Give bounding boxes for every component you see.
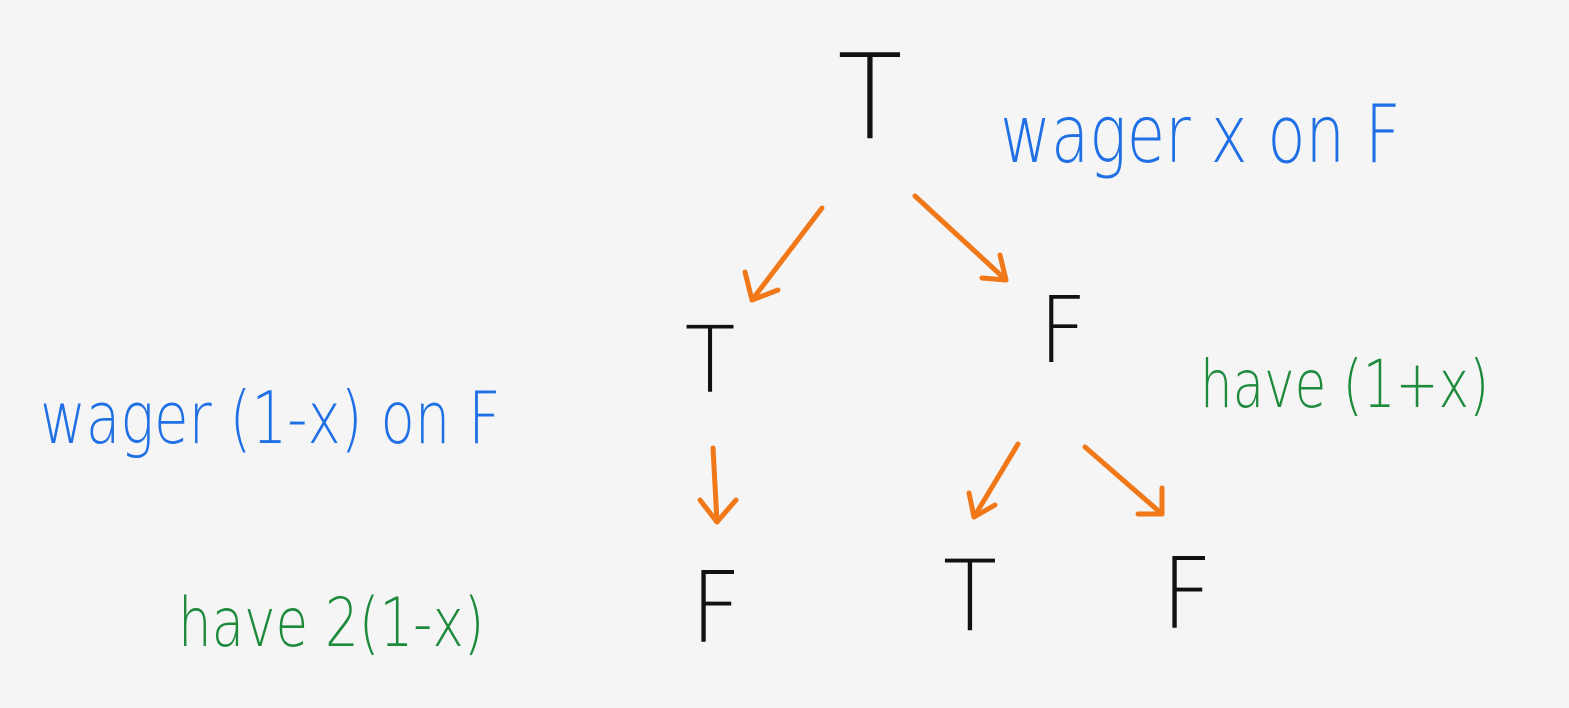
edge-root-right-arrow (912, 193, 1009, 283)
left-have-annotation: have 2(1-x) (178, 584, 485, 663)
edge-root-left-arrow (742, 205, 825, 303)
right-right-child-node: F (1161, 538, 1213, 652)
left-node: T (684, 307, 736, 414)
edge-right-rightleftchild-arrow (966, 441, 1021, 520)
left-wager-annotation: wager (1-x) on F (40, 376, 501, 460)
root-wager-annotation: wager x on F (1000, 88, 1401, 181)
edge-left-leftchild-arrow (697, 445, 739, 525)
left-child-node: F (690, 552, 742, 666)
right-have-annotation: have (1+x) (1200, 346, 1490, 423)
right-node: F (1039, 277, 1087, 384)
edge-right-rightrightchild-arrow (1082, 444, 1165, 517)
right-left-child-node: T (943, 540, 997, 654)
root-node: T (837, 28, 903, 166)
